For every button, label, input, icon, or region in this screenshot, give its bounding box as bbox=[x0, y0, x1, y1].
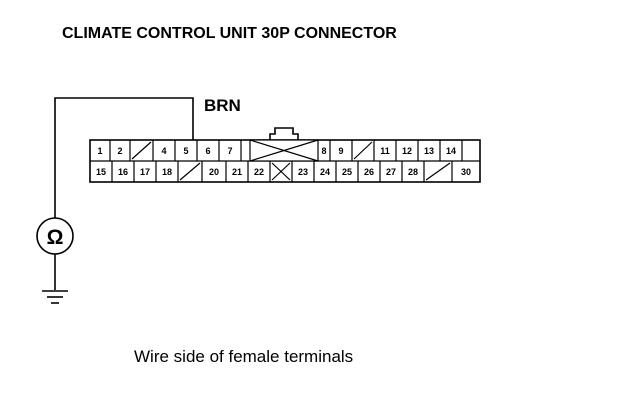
ohm-symbol: Ω bbox=[47, 226, 64, 249]
blocked-pin-slot bbox=[271, 162, 291, 181]
diagram-caption: Wire side of female terminals bbox=[134, 347, 353, 366]
pin-11: 11 bbox=[380, 146, 390, 156]
pin-12: 12 bbox=[402, 146, 412, 156]
diagram-title: CLIMATE CONTROL UNIT 30P CONNECTOR bbox=[62, 25, 397, 42]
pin-4: 4 bbox=[161, 146, 166, 156]
pin-13: 13 bbox=[424, 146, 434, 156]
pin-18: 18 bbox=[162, 167, 172, 177]
pin-21: 21 bbox=[232, 167, 242, 177]
pin-17: 17 bbox=[140, 167, 150, 177]
pin-22: 22 bbox=[254, 167, 264, 177]
pin-7: 7 bbox=[227, 146, 232, 156]
pin-28: 28 bbox=[408, 167, 418, 177]
wire-color-label: BRN bbox=[204, 96, 241, 115]
pin-15: 15 bbox=[96, 167, 106, 177]
pin-1: 1 bbox=[97, 146, 102, 156]
pin-24: 24 bbox=[320, 167, 330, 177]
pin-16: 16 bbox=[118, 167, 128, 177]
pin-25: 25 bbox=[342, 167, 352, 177]
pin-5: 5 bbox=[183, 146, 188, 156]
ohmmeter-icon: Ω bbox=[36, 217, 74, 255]
empty-pin-slot bbox=[425, 162, 451, 181]
empty-pin-slot bbox=[131, 141, 152, 160]
pin-6: 6 bbox=[205, 146, 210, 156]
pin-2: 2 bbox=[117, 146, 122, 156]
pin-26: 26 bbox=[364, 167, 374, 177]
probe-wire bbox=[54, 97, 194, 218]
connector-center-blank bbox=[249, 139, 319, 162]
pin-9: 9 bbox=[338, 146, 343, 156]
pin-14: 14 bbox=[446, 146, 456, 156]
pin-20: 20 bbox=[209, 167, 219, 177]
connector-bottom-row: 15 16 17 18 20 21 22 23 24 25 26 27 28 30 bbox=[96, 161, 471, 182]
empty-pin-slot bbox=[179, 162, 201, 181]
empty-pin-slot bbox=[353, 141, 373, 160]
connector-lock-tab bbox=[269, 127, 299, 140]
pin-8: 8 bbox=[321, 146, 326, 156]
ground-icon bbox=[42, 290, 68, 304]
pin-23: 23 bbox=[298, 167, 308, 177]
pin-27: 27 bbox=[386, 167, 396, 177]
pin-30: 30 bbox=[461, 167, 471, 177]
